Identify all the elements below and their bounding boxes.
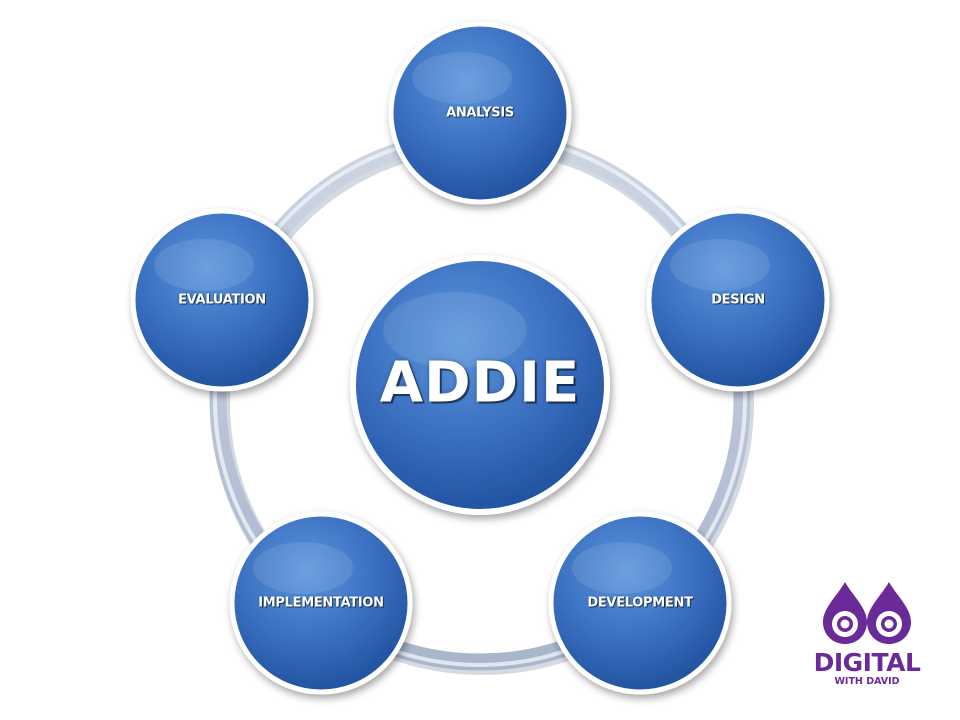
node-evaluation <box>130 208 314 392</box>
node-design <box>646 208 830 392</box>
node-label-implementation: IMPLEMENTATION <box>258 595 384 611</box>
node-label-development: DEVELOPMENT <box>587 595 693 611</box>
logo-subtitle: WITH DAVID <box>834 676 900 687</box>
node-analysis <box>388 21 572 205</box>
logo-wordmark: DIGITAL <box>813 648 921 677</box>
node-development <box>548 511 732 695</box>
node-implementation <box>229 511 413 695</box>
node-label-design: DESIGN <box>711 292 765 308</box>
droplet-eyes-icon <box>823 582 911 644</box>
node-label-analysis: ANALYSIS <box>446 105 514 121</box>
center-node <box>350 255 610 515</box>
center-label: ADDIE <box>379 350 581 416</box>
digital-with-david-logo: DIGITAL WITH DAVID <box>814 578 921 698</box>
node-label-evaluation: EVALUATION <box>178 292 266 308</box>
